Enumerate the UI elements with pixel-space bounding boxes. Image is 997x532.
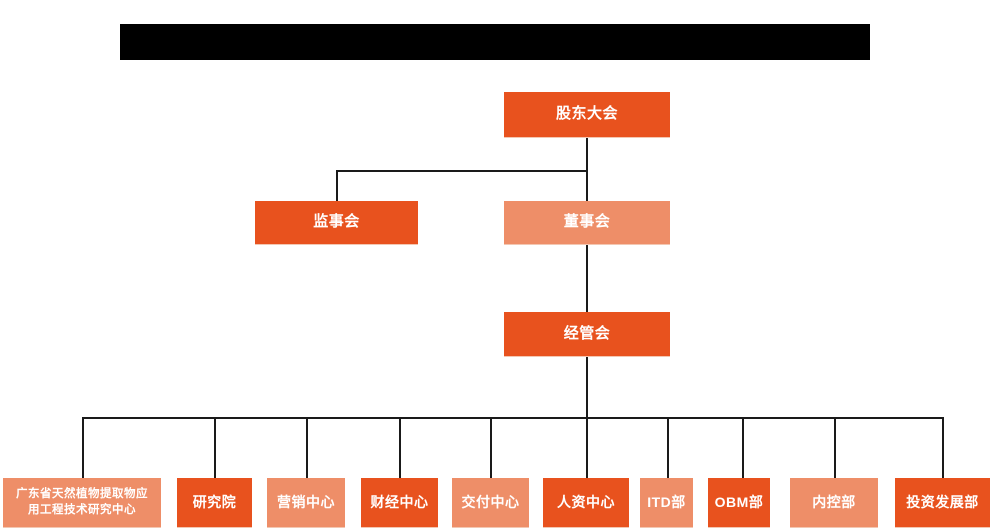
- connector-to-board: [586, 170, 588, 201]
- node-label-shareholders: 股东大会: [555, 105, 618, 123]
- node-shareholders[interactable]: 股东大会: [504, 92, 670, 138]
- node-label-investment-dev-dept: 投资发展部: [906, 493, 979, 510]
- node-obm-dept[interactable]: OBM部: [708, 478, 770, 528]
- connector-drop-delivery-center: [490, 417, 492, 478]
- node-management-committee[interactable]: 经管会: [504, 312, 670, 357]
- connector-drop-obm-dept: [742, 417, 744, 478]
- node-investment-dev-dept[interactable]: 投资发展部: [895, 478, 990, 528]
- connector-board-to-mgmt: [586, 244, 588, 312]
- node-finance-center[interactable]: 财经中心: [361, 478, 438, 528]
- connector-drop-internal-control-dept: [834, 417, 836, 478]
- redacted-title-bar: [120, 24, 870, 60]
- connector-drop-research-institute: [214, 417, 216, 478]
- connector-drop-finance-center: [399, 417, 401, 478]
- node-label-delivery-center: 交付中心: [461, 493, 520, 510]
- connector-drop-marketing-center: [306, 417, 308, 478]
- connector-level4-bus: [82, 417, 943, 419]
- node-label-hr-center: 人资中心: [557, 493, 615, 510]
- node-board-of-directors[interactable]: 董事会: [504, 201, 670, 245]
- connector-to-supervisory: [336, 170, 338, 201]
- node-internal-control-dept[interactable]: 内控部: [790, 478, 878, 528]
- node-label-management-committee: 经管会: [563, 324, 611, 342]
- connector-shareholders-stem: [586, 138, 588, 171]
- node-hr-center[interactable]: 人资中心: [543, 478, 629, 528]
- connector-drop-itd-dept: [667, 417, 669, 478]
- node-label-board-of-directors: 董事会: [563, 213, 611, 231]
- connector-level1-bus: [336, 170, 587, 172]
- node-delivery-center[interactable]: 交付中心: [452, 478, 529, 528]
- node-label-obm-dept: OBM部: [714, 493, 764, 510]
- node-label-gd-research-center: 广东省天然植物提取物应 用工程技术研究中心: [16, 487, 148, 516]
- node-label-supervisory-board: 监事会: [313, 213, 360, 231]
- connector-drop-gd-research-center: [82, 417, 84, 478]
- node-label-marketing-center: 营销中心: [277, 493, 335, 510]
- connector-drop-investment-dev-dept: [942, 417, 944, 478]
- node-research-institute[interactable]: 研究院: [177, 478, 252, 528]
- node-gd-research-center[interactable]: 广东省天然植物提取物应 用工程技术研究中心: [3, 478, 161, 528]
- connector-mgmt-stem: [586, 357, 588, 418]
- node-label-internal-control-dept: 内控部: [812, 493, 856, 510]
- node-label-finance-center: 财经中心: [370, 493, 429, 510]
- node-itd-dept[interactable]: ITD部: [640, 478, 693, 528]
- node-label-research-institute: 研究院: [192, 493, 237, 510]
- node-supervisory-board[interactable]: 监事会: [255, 201, 418, 245]
- node-marketing-center[interactable]: 营销中心: [267, 478, 345, 528]
- node-label-itd-dept: ITD部: [647, 493, 686, 510]
- connector-drop-hr-center: [586, 417, 588, 478]
